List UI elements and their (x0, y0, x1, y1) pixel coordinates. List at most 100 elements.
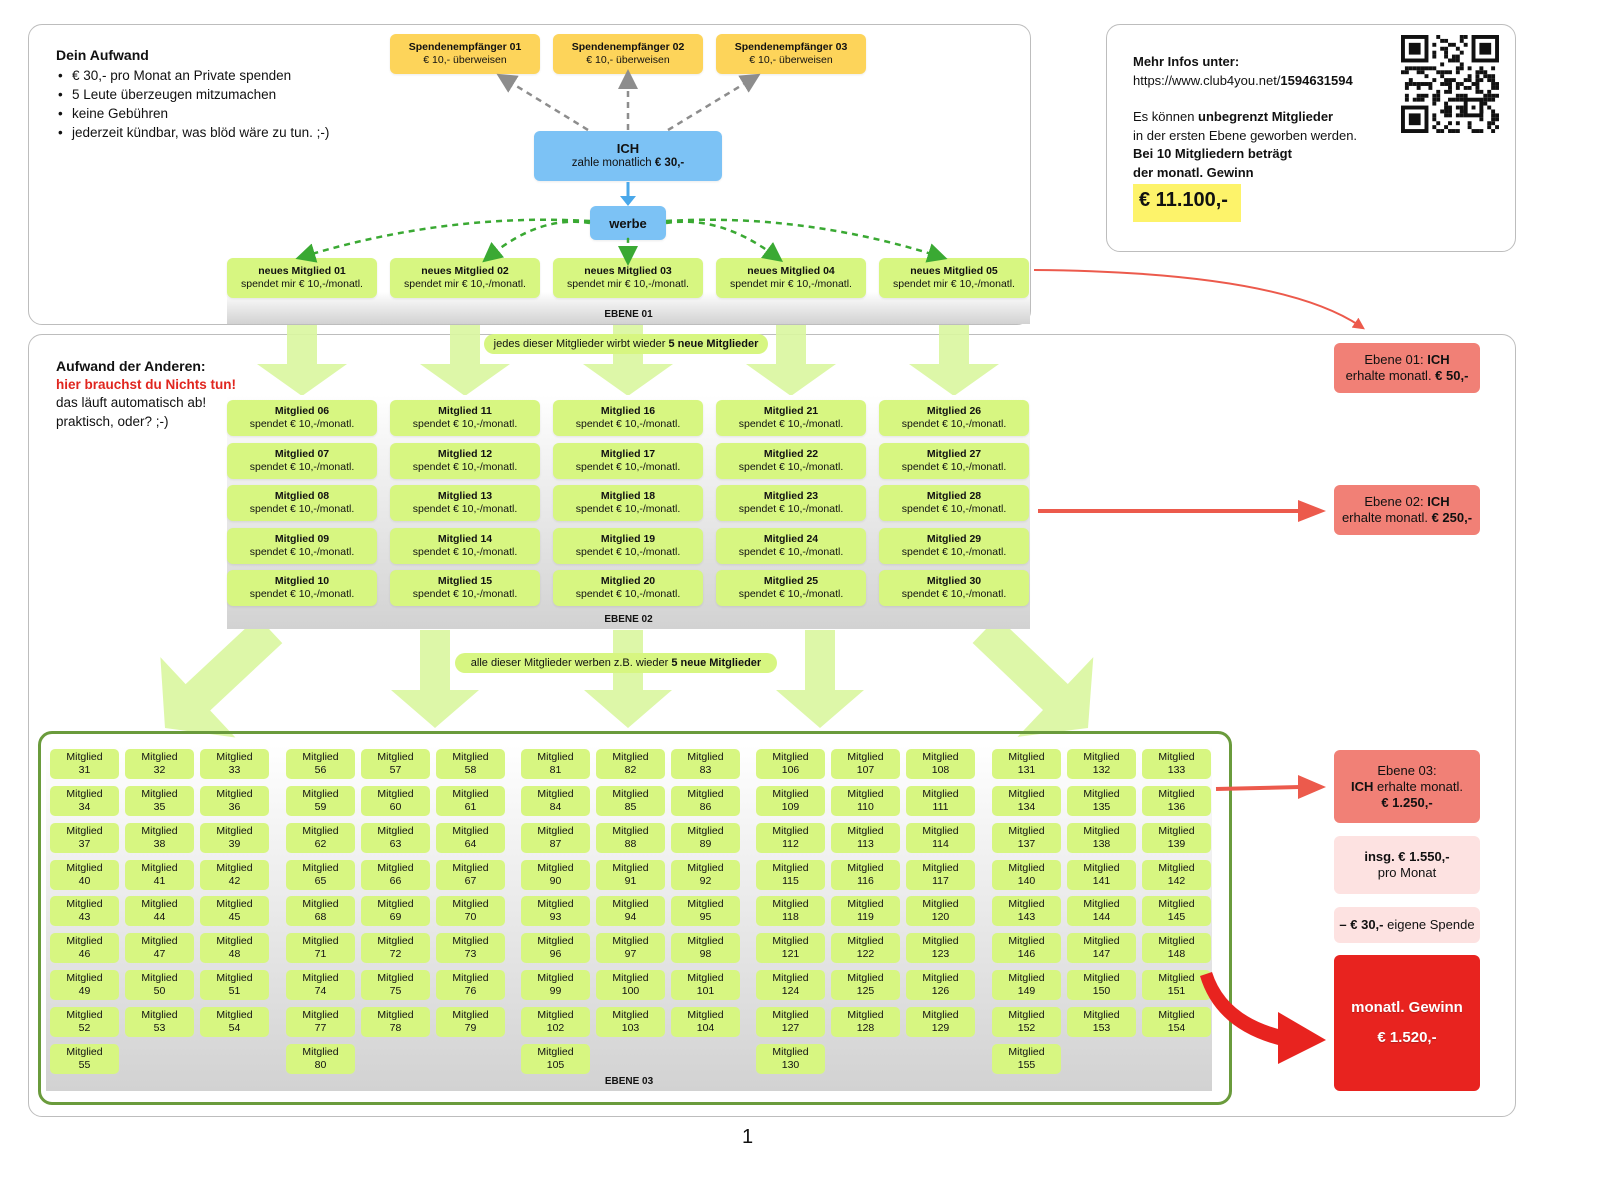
qr-module (1483, 93, 1488, 98)
qr-module (1455, 97, 1460, 102)
member-word: Mitglied (302, 862, 339, 874)
member-number: 86 (699, 801, 712, 813)
member-sub: spendet € 10,-/monatl. (738, 418, 844, 430)
member-word: Mitglied (1008, 1046, 1045, 1058)
qr-module (1448, 85, 1452, 90)
member-word: Mitglied (377, 788, 414, 800)
info-url-id[interactable]: 1594631594 (1280, 72, 1353, 88)
pill-text: alle dieser Mitglieder werben z.B. wiede… (470, 657, 672, 669)
qr-module (1440, 74, 1445, 79)
result-bold: ICH (1427, 494, 1450, 509)
member-number: 49 (78, 985, 91, 997)
member-number: 37 (78, 838, 91, 850)
member-word: Mitglied (452, 751, 489, 763)
new-member-sub: spendet mir € 10,-/monatl. (404, 278, 526, 290)
member-number: 70 (464, 911, 477, 923)
member-number: 78 (389, 1022, 402, 1034)
qr-module (1416, 97, 1421, 102)
qr-module (1432, 117, 1437, 122)
member-number: 72 (389, 948, 402, 960)
member-word: Mitglied (302, 935, 339, 947)
member-number: 143 (1017, 911, 1036, 923)
member-number: 98 (699, 948, 712, 960)
qr-module (1459, 38, 1464, 43)
ich-sub-text: zahle monatlich (571, 157, 655, 169)
qr-module (1455, 93, 1460, 98)
qr-module (1459, 66, 1464, 71)
member-title: Mitglied 15 (437, 575, 493, 587)
info-url-base[interactable]: https://www.club4you.net/ (1133, 72, 1281, 88)
member-number: 79 (464, 1022, 477, 1034)
member-sub: spendet € 10,-/monatl. (575, 418, 681, 430)
member-title: Mitglied 26 (926, 405, 982, 417)
member-number: 31 (78, 764, 91, 776)
member-word: Mitglied (452, 788, 489, 800)
member-word: Mitglied (537, 825, 574, 837)
qr-module (1495, 117, 1499, 122)
info-url[interactable]: https://www.club4you.net/1594631594 (1133, 72, 1398, 91)
member-number: 52 (78, 1022, 91, 1034)
qr-module (1448, 121, 1452, 126)
qr-module (1448, 97, 1452, 102)
member-number: 135 (1092, 801, 1111, 813)
member-number: 83 (699, 764, 712, 776)
member-number: 64 (464, 838, 477, 850)
member-word: Mitglied (612, 898, 649, 910)
member-number: 48 (228, 948, 241, 960)
qr-module (1416, 82, 1421, 86)
member-word: Mitglied (216, 788, 253, 800)
qr-module (1451, 97, 1456, 102)
qr-module (1420, 93, 1425, 98)
member-word: Mitglied (612, 862, 649, 874)
qr-module (1440, 82, 1445, 86)
qr-module (1495, 113, 1499, 118)
own-effort-title: Dein Aufwand (56, 47, 149, 63)
qr-module (1451, 42, 1456, 47)
member-number: 129 (931, 1022, 950, 1034)
level-03-frame (38, 731, 1232, 1105)
qr-module (1432, 50, 1437, 55)
member-number: 105 (546, 1059, 565, 1071)
member-word: Mitglied (847, 1009, 884, 1021)
qr-module (1404, 85, 1409, 90)
qr-module (1440, 70, 1445, 75)
member-number: 107 (856, 764, 875, 776)
qr-module (1424, 82, 1429, 86)
member-word: Mitglied (216, 825, 253, 837)
member-word: Mitglied (772, 862, 809, 874)
member-number: 80 (314, 1059, 327, 1071)
member-word: Mitglied (1083, 898, 1120, 910)
member-word: Mitglied (687, 1009, 724, 1021)
qr-module (1432, 42, 1437, 47)
qr-module (1479, 66, 1484, 71)
member-word: Mitglied (1158, 1009, 1195, 1021)
member-word: Mitglied (537, 1009, 574, 1021)
qr-module (1475, 82, 1480, 86)
qr-module (1432, 113, 1437, 118)
recruit-pill-2: alle dieser Mitglieder werben z.B. wiede… (455, 653, 777, 673)
member-number: 81 (549, 764, 562, 776)
member-word: Mitglied (537, 972, 574, 984)
